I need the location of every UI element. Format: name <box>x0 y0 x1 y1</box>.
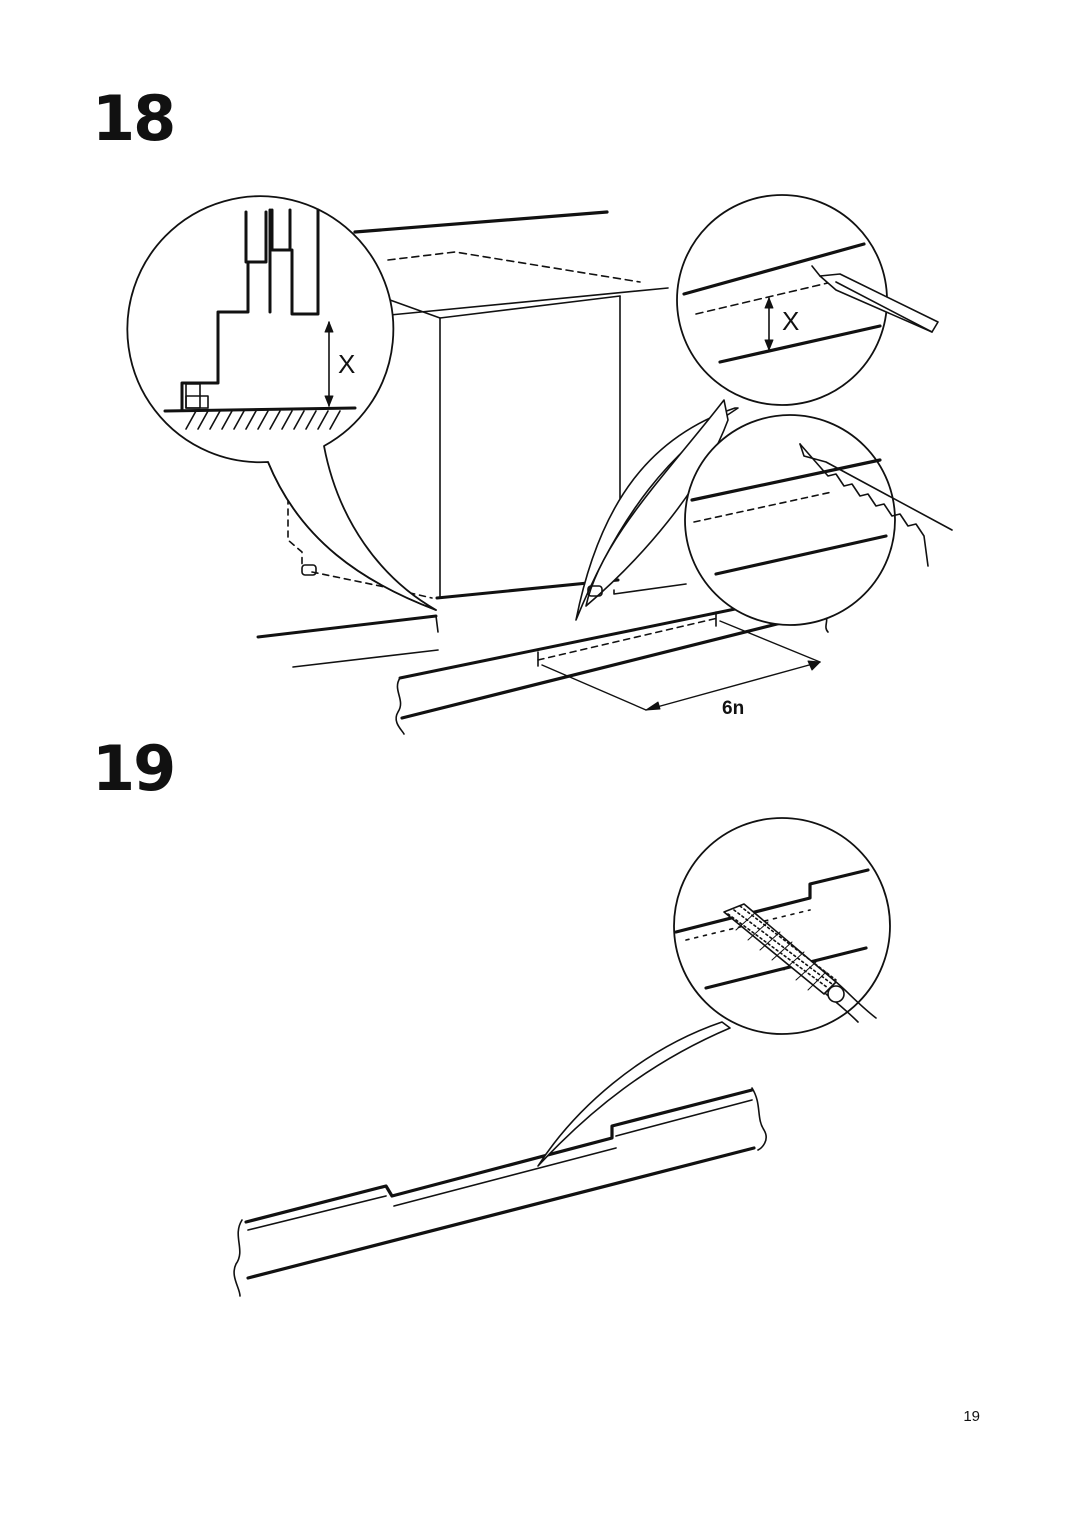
step-19-number: 19 <box>92 732 176 805</box>
plinth <box>256 606 829 735</box>
cabinet-foot <box>587 585 603 597</box>
left-detail-callout: X <box>126 195 437 611</box>
step-18-illustration: 6n <box>126 194 953 735</box>
saw-icon <box>799 443 953 567</box>
page-number: 19 <box>963 1408 980 1425</box>
height-x-label-left: X <box>338 349 355 379</box>
pencil-icon <box>811 265 939 333</box>
height-x-label-right: X <box>782 306 799 336</box>
filing-detail-callout <box>537 817 891 1167</box>
step-18-number: 18 <box>92 82 176 155</box>
plinth-strip <box>233 1087 767 1297</box>
right-bottom-detail-callout <box>585 399 953 626</box>
step-19-illustration <box>233 817 891 1297</box>
dimension-label: 6n <box>722 698 744 719</box>
file-icon <box>723 903 877 1023</box>
